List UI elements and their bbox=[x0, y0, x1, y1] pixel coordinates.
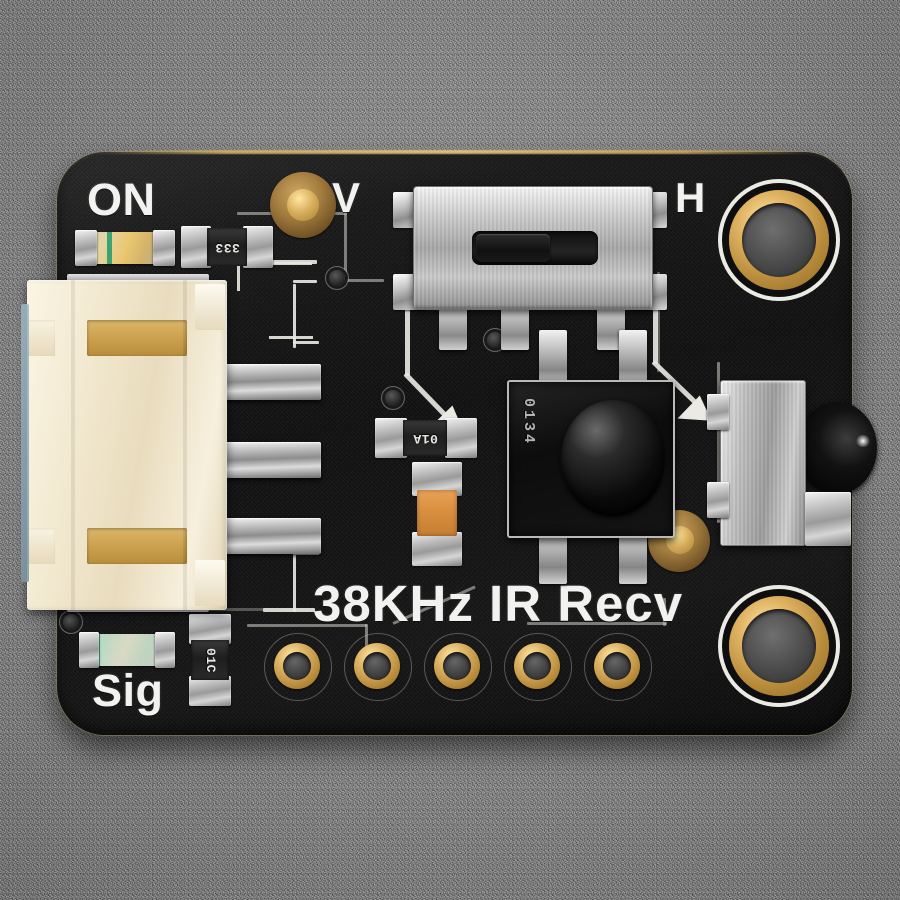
led-solder-pad bbox=[79, 632, 99, 668]
label-switch-v: V bbox=[332, 174, 361, 221]
pcb-board: ON Sig V H 38KHz IR Recv bbox=[21, 152, 877, 735]
resistor-solder-pad bbox=[243, 226, 273, 268]
trace-seg bbox=[527, 622, 667, 625]
trace-seg bbox=[344, 279, 384, 282]
ir-v-solder-pad bbox=[707, 482, 729, 518]
switch-leg bbox=[439, 302, 467, 350]
resistor-solder-pad bbox=[181, 226, 211, 268]
led-solder-pad bbox=[75, 230, 97, 266]
jst-seam bbox=[183, 280, 187, 610]
header-pin-ring bbox=[504, 633, 572, 701]
header-pin-ring bbox=[264, 633, 332, 701]
ir-receiver-vertical bbox=[720, 380, 806, 546]
label-switch-h: H bbox=[675, 174, 706, 221]
ir-leg bbox=[619, 330, 647, 386]
jst-side-notch bbox=[27, 320, 55, 356]
test-pad-top-center bbox=[287, 189, 319, 221]
arrow-shaft-h bbox=[653, 302, 658, 364]
dome-highlight bbox=[855, 435, 871, 448]
ir-receiver-horizontal: 0134 bbox=[507, 380, 675, 538]
jst-keyway-top bbox=[87, 320, 187, 356]
trace-seg bbox=[344, 212, 347, 282]
header-pin-3 bbox=[434, 643, 480, 689]
mounting-hole-top-right bbox=[729, 190, 829, 290]
jst-latch-ear bbox=[195, 284, 225, 330]
header-pin-4 bbox=[514, 643, 560, 689]
resistor-code: 01C bbox=[202, 647, 218, 673]
resistor-solder-pad bbox=[189, 614, 231, 644]
jst-side-notch bbox=[27, 528, 55, 564]
trace-seg bbox=[663, 598, 666, 626]
trace-seg bbox=[657, 272, 660, 372]
jst-seam bbox=[71, 280, 75, 610]
decoupling-capacitor bbox=[417, 490, 457, 536]
board-title-silkscreen: 38KHz IR Recv bbox=[313, 575, 684, 632]
label-on: ON bbox=[87, 174, 156, 225]
silk-footprint-line bbox=[237, 260, 317, 264]
trace-seg bbox=[247, 624, 367, 627]
jst-latch-ear bbox=[195, 560, 225, 606]
led-solder-pad bbox=[155, 632, 175, 668]
resistor-solder-pad bbox=[189, 676, 231, 706]
resistor-code: 01A bbox=[412, 430, 438, 446]
header-pin-2 bbox=[354, 643, 400, 689]
v-h-orientation-switch[interactable] bbox=[413, 186, 653, 310]
arrow-shaft-v bbox=[405, 302, 410, 376]
resistor-solder-pad bbox=[445, 418, 477, 458]
sig-led-resistor: 01C bbox=[191, 640, 229, 680]
on-led-resistor: 333 bbox=[207, 228, 247, 266]
ir-receiver-vertical-dome bbox=[797, 402, 877, 494]
via-switch bbox=[487, 332, 503, 348]
header-pin-5 bbox=[594, 643, 640, 689]
led-cathode-stripe bbox=[107, 232, 112, 264]
silk-footprint-corner bbox=[269, 280, 313, 339]
silk-footprint-line bbox=[293, 552, 296, 612]
ir-leg bbox=[539, 330, 567, 386]
header-pin-ring bbox=[344, 633, 412, 701]
silk-footprint-line bbox=[293, 280, 317, 283]
stemma-qt-jst-ph-connector[interactable] bbox=[27, 280, 227, 610]
power-led bbox=[85, 232, 163, 264]
resistor-solder-pad bbox=[375, 418, 407, 458]
capacitor-solder-pad bbox=[412, 532, 462, 566]
switch-knob[interactable] bbox=[476, 234, 550, 262]
pullup-resistor: 01A bbox=[403, 420, 447, 456]
via-mid bbox=[385, 390, 401, 406]
trace-seg bbox=[717, 362, 720, 522]
ir-v-solder-pad bbox=[805, 492, 851, 546]
jst-shell-edge bbox=[21, 304, 29, 582]
switch-leg bbox=[501, 302, 529, 350]
header-pin-1 bbox=[274, 643, 320, 689]
header-pin-ring bbox=[424, 633, 492, 701]
mounting-hole-bottom-right bbox=[729, 596, 829, 696]
resistor-code: 333 bbox=[214, 239, 240, 255]
jst-keyway-bottom bbox=[87, 528, 187, 564]
ir-dome-lens bbox=[561, 400, 665, 516]
led-solder-pad bbox=[153, 230, 175, 266]
test-pad-top bbox=[270, 172, 336, 238]
label-sig: Sig bbox=[92, 665, 164, 716]
via-bottom-left bbox=[63, 614, 79, 630]
via-top bbox=[329, 270, 345, 286]
silk-footprint-line bbox=[263, 608, 315, 612]
silk-footprint-line bbox=[293, 341, 319, 344]
ir-v-solder-pad bbox=[707, 394, 729, 430]
header-pin-ring bbox=[584, 633, 652, 701]
ir-receiver-marking: 0134 bbox=[520, 398, 537, 447]
silk-footprint-line bbox=[293, 284, 296, 348]
